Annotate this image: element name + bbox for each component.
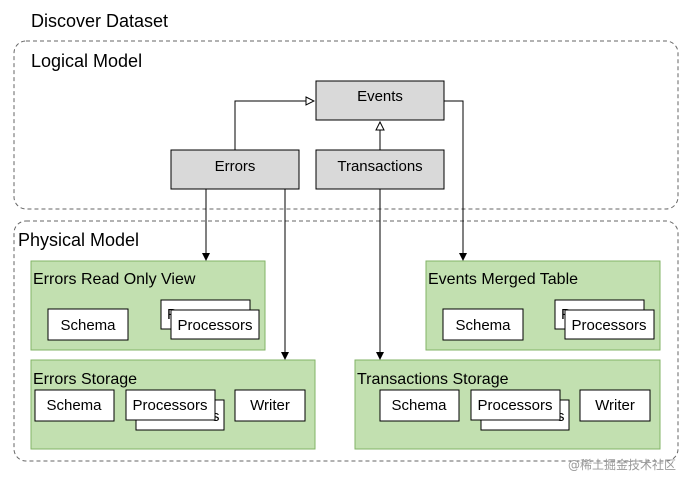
events-merged-table-node: Events Merged Table Schema P Processors [425,260,661,351]
physical-model-title: Physical Model [18,230,139,250]
errors-storage-node: Errors Storage Schema s Processors Write… [30,359,316,450]
transactions-storage-processors-back-label: s [557,408,565,425]
events-table-schema-label: Schema [455,317,511,334]
transactions-label: Transactions [337,158,422,175]
transactions-storage-title: Transactions Storage [357,371,509,388]
diagram-title: Discover Dataset [31,11,168,31]
events-table-processors-label: Processors [571,317,646,334]
transactions-node: Transactions [315,149,445,190]
errors-node: Errors [170,149,300,190]
errors-view-schema-label: Schema [60,317,116,334]
logical-model-container [13,40,679,210]
errors-label: Errors [215,158,256,175]
errors-storage-title: Errors Storage [33,371,137,388]
errors-to-events-edge [234,101,314,150]
errors-storage-processors-label: Processors [132,397,207,414]
errors-storage-processors-back-label: s [212,408,220,425]
transactions-storage-processors-label: Processors [477,397,552,414]
errors-storage-writer-label: Writer [250,397,290,414]
transactions-storage-schema-label: Schema [391,397,447,414]
errors-read-only-view-title: Errors Read Only View [33,271,196,288]
errors-view-processors-label: Processors [177,317,252,334]
events-to-merged-table-edge [444,100,467,261]
logical-model-title: Logical Model [31,51,142,71]
errors-storage-schema-label: Schema [46,397,102,414]
events-merged-table-title: Events Merged Table [428,271,578,288]
transactions-storage-node: Transactions Storage Schema s Processors… [354,359,661,450]
errors-read-only-view-node: Errors Read Only View Schema P Processor… [30,260,266,351]
events-label: Events [357,88,403,105]
events-node: Events [315,80,445,121]
physical-model-container [13,220,679,462]
watermark: @稀土掘金技术社区 [567,458,676,472]
transactions-storage-writer-label: Writer [595,397,635,414]
